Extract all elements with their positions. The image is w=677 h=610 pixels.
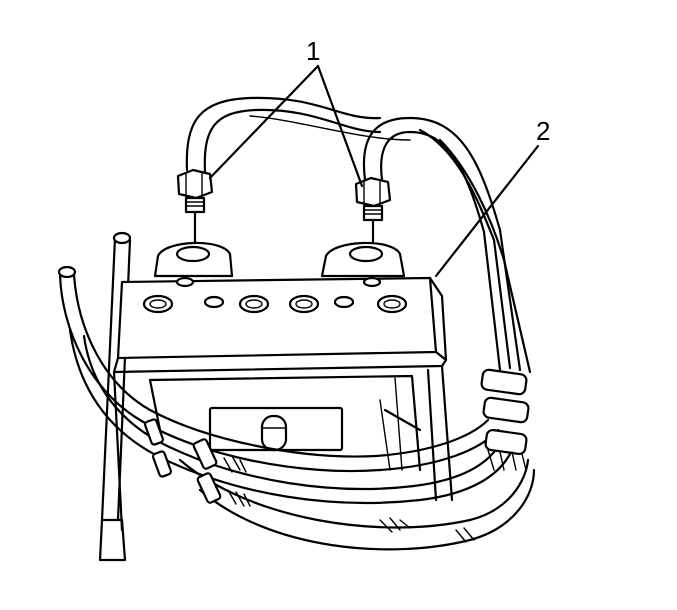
hose-crimp-fittings <box>144 418 475 543</box>
callout-2-label: 2 <box>536 116 550 146</box>
abs-modulator-body <box>116 241 448 362</box>
tube-nut-fitting-right <box>354 176 392 250</box>
hose-clamps-right <box>480 368 530 471</box>
lower-brake-hoses <box>57 265 536 551</box>
tube-nut-fitting-left <box>176 168 214 250</box>
callout-leaders <box>208 64 540 278</box>
callout-1-label: 1 <box>306 36 320 66</box>
